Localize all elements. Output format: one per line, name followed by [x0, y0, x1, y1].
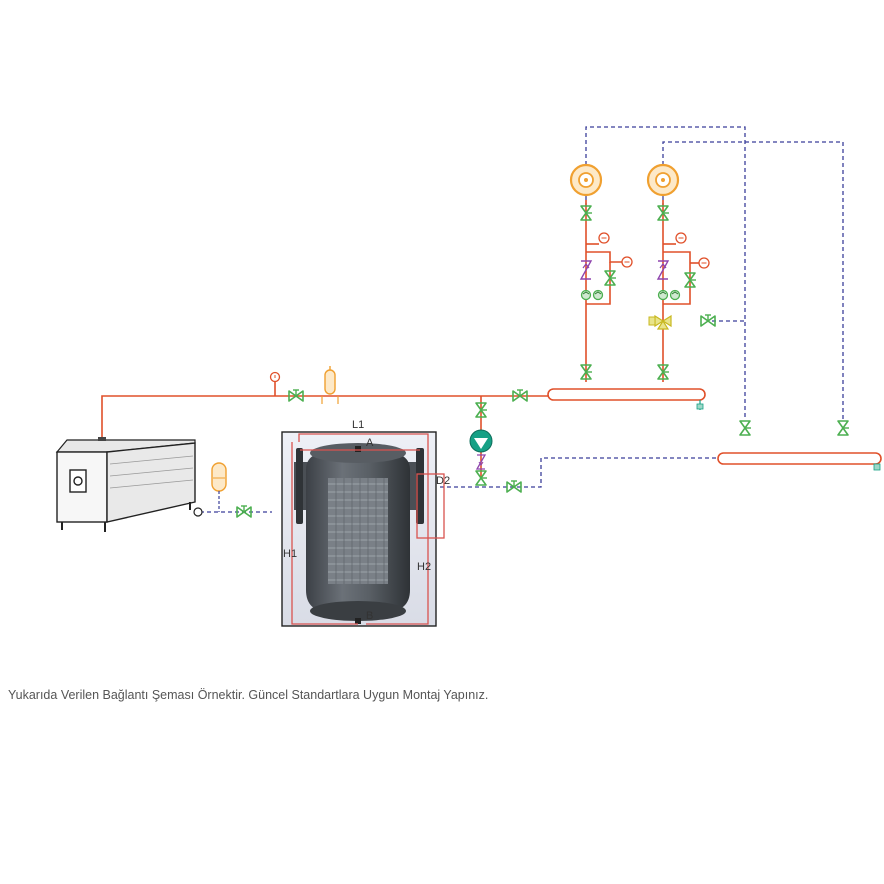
gate-valve-icon[interactable]	[837, 420, 850, 436]
thermometer-icon	[698, 257, 710, 269]
label-b: B	[366, 610, 373, 622]
label-a: A	[366, 437, 374, 449]
radiator-icon	[569, 163, 603, 197]
label-h2: H2	[417, 561, 431, 573]
pump-icon	[469, 429, 493, 453]
label-l1: L1	[352, 419, 364, 431]
air-vent-icon	[321, 366, 339, 404]
supply-header	[547, 388, 706, 410]
pump-icon	[580, 289, 604, 301]
dimension-lines	[291, 433, 445, 625]
thermometer-icon	[598, 232, 610, 244]
expansion-tank-icon	[211, 462, 227, 512]
check-valve-icon	[579, 260, 593, 280]
return-header	[717, 452, 882, 471]
thermometer-icon	[675, 232, 687, 244]
boiler-icon	[55, 437, 203, 532]
separator-icon	[281, 431, 437, 627]
gate-valve-icon[interactable]	[236, 505, 252, 518]
label-h1: H1	[283, 548, 297, 560]
gate-valve-icon[interactable]	[739, 420, 752, 436]
three-way-valve-icon[interactable]	[648, 314, 672, 330]
check-valve-icon	[475, 454, 487, 470]
label-d2: D2	[436, 475, 450, 487]
pump-icon	[657, 289, 681, 301]
check-valve-icon	[656, 260, 670, 280]
caption-text: Yukarıda Verilen Bağlantı Şeması Örnekti…	[8, 688, 489, 702]
thermometer-icon	[269, 371, 281, 383]
radiator-icon	[646, 163, 680, 197]
thermometer-icon	[621, 256, 633, 268]
